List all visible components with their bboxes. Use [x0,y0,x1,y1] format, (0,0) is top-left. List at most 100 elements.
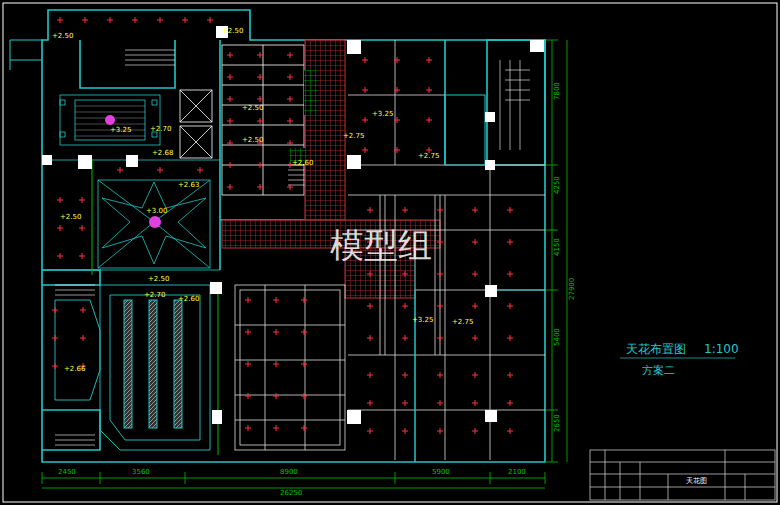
ceiling-level: +2.60 [178,296,199,303]
ceiling-level: +3.25 [110,127,131,134]
title-text: 天花图 [686,476,707,486]
light-fixture [362,87,368,93]
light-fixture [507,428,513,434]
light-fixture [472,335,478,341]
light-fixture [227,52,233,58]
ceiling-level: +2.50 [242,137,263,144]
dimension: 4250 [554,176,561,194]
light-fixture [367,372,373,378]
light-fixture [227,74,233,80]
dimension: 4150 [554,238,561,256]
light-fixture [472,372,478,378]
light-fixture [57,197,63,203]
dimension: 7800 [554,82,561,100]
light-fixture [367,303,373,309]
light-fixture [426,57,432,63]
light-fixture [273,393,279,399]
light-fixture [287,74,293,80]
dimension: 3560 [132,469,150,476]
dimension: 8900 [280,469,298,476]
ceiling-level: +2.50 [222,28,243,35]
dimension: 5900 [432,469,450,476]
light-fixture [52,335,58,341]
light-fixture [472,303,478,309]
light-fixture [52,363,58,369]
ceiling-level: +2.75 [452,319,473,326]
dimension: 5400 [554,328,561,346]
ceiling-level: +2.75 [418,153,439,160]
light-fixture [197,167,203,173]
light-fixture [402,303,408,309]
light-fixture [227,140,233,146]
light-fixture [301,329,307,335]
light-fixture [227,184,233,190]
light-fixture [273,297,279,303]
light-fixture [362,57,368,63]
light-fixture [157,17,163,23]
title-cell: 天花图 [668,474,725,487]
light-fixture [437,400,443,406]
light-fixture [287,52,293,58]
light-fixture [402,207,408,213]
light-fixture [57,225,63,231]
light-fixture [437,207,443,213]
ceiling-level: +2.70 [150,126,171,133]
light-fixture [245,393,251,399]
light-fixture [437,239,443,245]
light-fixture [394,87,400,93]
light-fixture [507,400,513,406]
light-fixture [367,335,373,341]
title-text: 1:100 [704,343,739,355]
light-fixture [79,197,85,203]
ceiling-level: +3.25 [412,317,433,324]
watermark: 模型组 [330,228,432,262]
light-fixture [394,117,400,123]
light-fixture [287,184,293,190]
light-fixture [245,361,251,367]
light-fixture [257,74,263,80]
light-fixture [437,428,443,434]
light-fixture [402,335,408,341]
light-fixture [472,428,478,434]
light-fixture [117,167,123,173]
light-fixture [507,207,513,213]
light-fixture [227,96,233,102]
light-fixture [362,147,368,153]
light-fixture [394,57,400,63]
light-fixture [367,400,373,406]
ceiling-level: +2.70 [144,292,165,299]
light-fixture [472,400,478,406]
light-fixture [257,162,263,168]
ceiling-level: +2.50 [60,214,81,221]
ceiling-level: +2.50 [52,33,73,40]
light-fixture [245,425,251,431]
light-fixture [426,87,432,93]
light-fixture [57,17,63,23]
light-fixture [507,372,513,378]
light-fixture [426,117,432,123]
light-fixture [227,162,233,168]
light-fixture [402,400,408,406]
light-fixture [472,271,478,277]
light-fixture [472,239,478,245]
light-fixture [273,425,279,431]
light-fixture [437,372,443,378]
light-fixture [257,184,263,190]
dimension: 2100 [508,469,526,476]
light-fixture [79,225,85,231]
light-fixture [472,207,478,213]
light-fixture [437,303,443,309]
light-fixture [437,271,443,277]
light-fixture [301,425,307,431]
light-fixture [52,307,58,313]
light-fixture [402,271,408,277]
light-fixture [507,271,513,277]
light-fixture [227,118,233,124]
light-fixture [301,297,307,303]
light-fixture [80,335,86,341]
ceiling-level: +2.68 [152,150,173,157]
light-fixture [82,17,88,23]
light-fixture [367,428,373,434]
ceiling-level: +2.66 [64,366,85,373]
